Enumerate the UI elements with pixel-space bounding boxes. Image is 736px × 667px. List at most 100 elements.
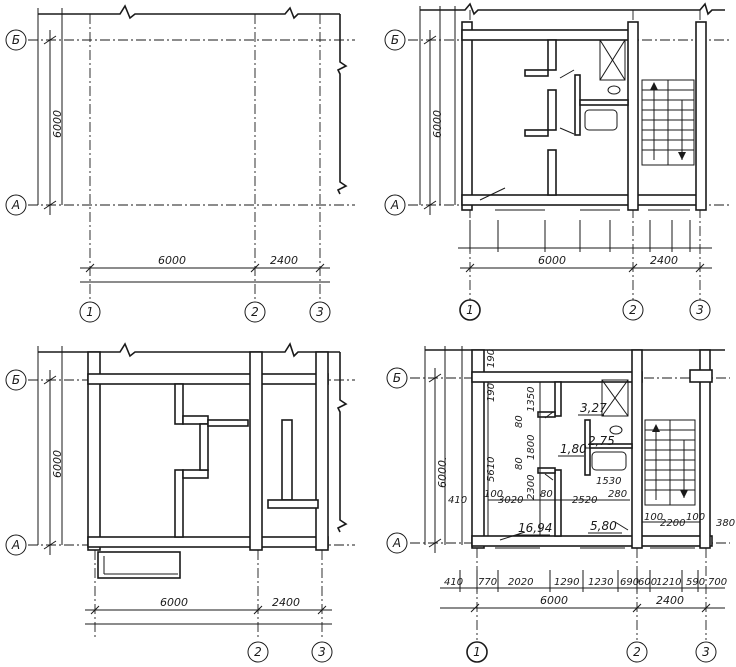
axis-label-2: 2 (251, 305, 259, 319)
dim-span-6000: 6000 (158, 254, 186, 267)
dim-bottom-410: 410 (444, 577, 463, 588)
axis-marker-1: 1 (79, 301, 101, 323)
dim-inner-80: 80 (540, 489, 553, 500)
axis-label-2: 2 (633, 645, 641, 659)
dim-bottom-690: 690 (620, 577, 639, 588)
dim-span-2400: 2400 (656, 594, 684, 607)
dim-v-5610: 5610 (486, 457, 497, 482)
axis-label-3: 3 (318, 645, 326, 659)
axis-marker-1: 1 (466, 641, 488, 663)
room-area-living: 16,94 (518, 521, 552, 535)
dim-bottom-1210: 1210 (656, 577, 681, 588)
dim-v-190: 190 (486, 383, 497, 402)
dim-v-190-top: 190 (486, 349, 497, 368)
dimension-lines (428, 368, 725, 613)
axis-marker-a: А (386, 532, 408, 554)
axis-marker-a: А (5, 194, 27, 216)
outer-contour (419, 2, 725, 205)
dim-bottom-700: 700 (708, 577, 727, 588)
axis-marker-b: Б (5, 369, 27, 391)
staircase (641, 79, 695, 166)
axis-label-b: Б (391, 33, 399, 47)
dim-right-380: 380 (716, 518, 735, 529)
axis-marker-3: 3 (309, 301, 331, 323)
dim-bottom-590: 590 (686, 577, 705, 588)
dim-v-2300: 2300 (526, 475, 537, 500)
balcony (97, 551, 181, 579)
dim-v-1350: 1350 (526, 387, 537, 412)
walls (87, 351, 329, 551)
axis-label-a: А (11, 538, 20, 552)
dim-span-2400: 2400 (272, 596, 300, 609)
outer-contour (37, 342, 348, 545)
axis-label-b: Б (12, 33, 20, 47)
panel-detailed-plan: 6000 6000 2400 Б А 1 2 3 (384, 2, 730, 321)
staircase (644, 419, 696, 506)
dim-inner-100: 100 (484, 489, 503, 500)
axis-marker-2: 2 (247, 641, 269, 663)
doors (479, 69, 575, 201)
axis-marker-1: 1 (459, 299, 481, 321)
dimension-lines (43, 30, 330, 283)
dim-height-6000: 6000 (51, 450, 64, 478)
dim-height-6000: 6000 (431, 110, 444, 138)
panel-wall-layout: 6000 6000 2400 Б А 2 3 (5, 342, 355, 663)
dim-bottom-600: 600 (638, 577, 657, 588)
dim-height-6000: 6000 (51, 110, 64, 138)
axis-marker-3: 3 (695, 641, 717, 663)
axis-marker-2: 2 (622, 299, 644, 321)
axis-marker-b: Б (5, 29, 27, 51)
dim-height-6000-dot: 6000. (436, 457, 449, 489)
dim-inner-3020: 3020 (498, 495, 523, 506)
axis-label-1: 1 (466, 303, 474, 317)
axis-label-2: 2 (254, 645, 262, 659)
dim-bottom-2020: 2020 (508, 577, 533, 588)
dim-stair-100a: 100 (644, 512, 663, 523)
dimension-lines (43, 370, 332, 625)
axis-marker-3: 3 (689, 299, 711, 321)
room-area-kitchen: 5,80 (590, 519, 617, 533)
dim-span-6000: 6000 (540, 594, 568, 607)
outer-contour (37, 4, 348, 205)
axis-label-1: 1 (86, 305, 94, 319)
axis-label-b: Б (393, 371, 401, 385)
dim-inner-2520: 2520 (572, 495, 597, 506)
bathroom-fixtures (591, 379, 629, 471)
axis-marker-b: Б (384, 29, 406, 51)
axis-marker-a: А (5, 534, 27, 556)
bathroom-fixtures (584, 39, 626, 131)
walls (461, 21, 707, 211)
dim-inner-280: 280 (608, 489, 627, 500)
axis-marker-a: А (384, 194, 406, 216)
axis-label-b: Б (12, 373, 20, 387)
dim-span-6000: 6000 (538, 254, 566, 267)
dim-stair-100b: 100 (686, 512, 705, 523)
dim-span-6000: 6000 (160, 596, 188, 609)
dim-w-1530: 1530 (596, 476, 621, 487)
axis-marker-3: 3 (311, 641, 333, 663)
axis-label-1: 1 (473, 645, 481, 659)
axis-label-3: 3 (696, 303, 704, 317)
axis-lines (28, 352, 355, 640)
dim-span-2400: 2400 (650, 254, 678, 267)
room-area-bath: 2,75 (588, 434, 615, 448)
dim-left-410: 410 (448, 495, 467, 506)
dim-stair-2200: 2200 (660, 518, 685, 529)
dim-v-80-b: 80 (514, 457, 525, 470)
axis-marker-b: Б (386, 367, 408, 389)
room-area-corridor: 1,80 (560, 442, 587, 456)
axis-label-a: А (392, 536, 401, 550)
dim-v-1800: 1800 (526, 435, 537, 460)
dim-span-2400: 2400 (270, 254, 298, 267)
dim-bottom-1290: 1290 (554, 577, 579, 588)
axis-label-a: А (390, 198, 399, 212)
room-area-wc: 3,27 (580, 401, 607, 415)
axis-label-2: 2 (629, 303, 637, 317)
axis-label-a: А (11, 198, 20, 212)
dim-bottom-1230: 1230 (588, 577, 613, 588)
axis-label-3: 3 (316, 305, 324, 319)
axis-marker-2: 2 (244, 301, 266, 323)
dim-v-80-a: 80 (514, 415, 525, 428)
panel-axes-grid: 6000 6000 2400 Б А 1 2 3 (5, 4, 355, 323)
